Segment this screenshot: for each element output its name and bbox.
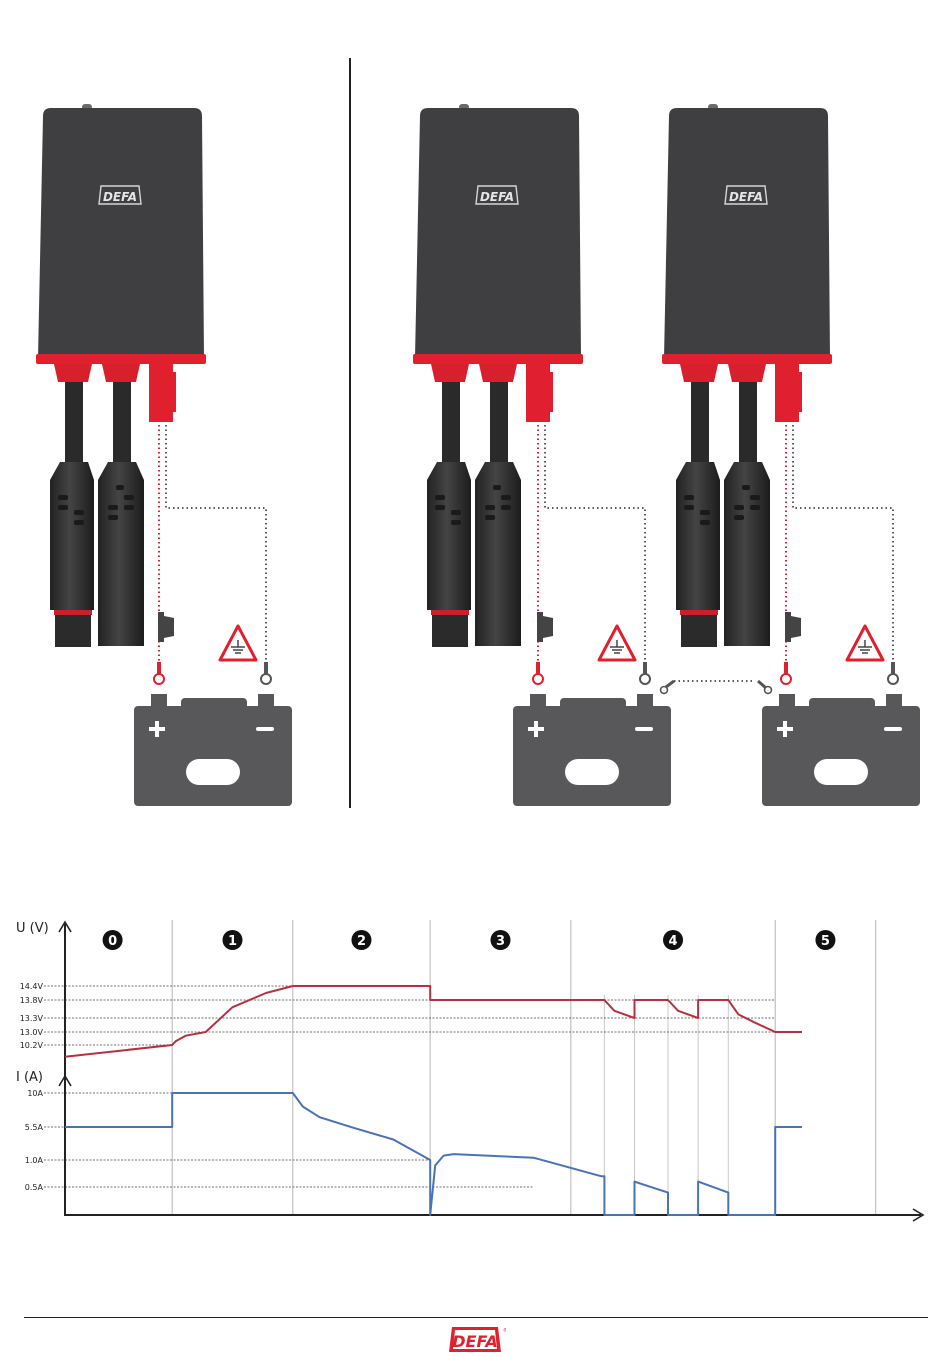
phase-badge-label: 3 bbox=[496, 934, 505, 949]
battery-bridge-cable bbox=[661, 681, 772, 694]
voltage-tick-label: 13.8V bbox=[20, 996, 44, 1005]
battery-icon-2 bbox=[762, 694, 920, 806]
voltage-gridlines bbox=[44, 986, 775, 1045]
phase-badge-label: 1 bbox=[228, 934, 237, 949]
footer-divider bbox=[24, 1317, 928, 1318]
current-series-line bbox=[65, 1093, 802, 1215]
ground-warning-icon bbox=[220, 626, 256, 660]
voltage-tick-labels: 14.4V 13.8V 13.3V 13.0V 10.2V bbox=[20, 982, 44, 1050]
voltage-tick-label: 10.2V bbox=[20, 1041, 44, 1050]
negative-wire-1 bbox=[545, 425, 645, 665]
defa-logo-text: DEFA bbox=[452, 1332, 497, 1351]
voltage-tick-label: 14.4V bbox=[20, 982, 44, 991]
positive-ring-terminal-icon bbox=[154, 662, 164, 684]
negative-wire bbox=[166, 425, 266, 665]
battery-icon bbox=[134, 694, 292, 806]
ground-warning-icon-1 bbox=[599, 626, 635, 660]
negative-ring-terminal-icon-2 bbox=[888, 662, 898, 684]
defa-charger-device-1 bbox=[413, 104, 583, 647]
current-tick-labels: 10A 5.5A 1.0A 0.5A bbox=[25, 1089, 44, 1192]
registered-mark: ® bbox=[503, 1327, 506, 1334]
defa-logo: DEFA ® bbox=[448, 1326, 506, 1354]
phase-badges: 0 1 2 3 4 5 bbox=[103, 930, 836, 950]
negative-wire-2 bbox=[793, 425, 893, 665]
negative-ring-terminal-icon-1 bbox=[640, 662, 650, 684]
current-axis-title: I (A) bbox=[16, 1070, 43, 1085]
current-gridlines bbox=[44, 1093, 534, 1187]
phase-badge-2: 2 bbox=[351, 930, 371, 950]
phase-badge-label: 2 bbox=[357, 934, 366, 949]
phase-badge-label: 4 bbox=[669, 934, 678, 949]
phase-badge-5: 5 bbox=[815, 930, 835, 950]
fuse-holder-icon-1 bbox=[537, 612, 553, 642]
current-tick-label: 5.5A bbox=[25, 1123, 44, 1132]
phase-badge-label: 0 bbox=[108, 934, 117, 949]
voltage-series-line bbox=[65, 986, 802, 1057]
phase-badge-4: 4 bbox=[663, 930, 683, 950]
battery-icon-1 bbox=[513, 694, 671, 806]
positive-ring-terminal-icon-1 bbox=[533, 662, 543, 684]
defa-charger-device bbox=[36, 104, 206, 647]
defa-charger-device-2 bbox=[662, 104, 832, 647]
ground-warning-icon-2 bbox=[847, 626, 883, 660]
phase-separators bbox=[172, 920, 876, 1215]
current-tick-label: 1.0A bbox=[25, 1156, 44, 1165]
dual-setup bbox=[413, 104, 920, 806]
current-tick-label: 0.5A bbox=[25, 1183, 44, 1192]
phase-badge-3: 3 bbox=[491, 930, 511, 950]
single-setup bbox=[36, 104, 292, 806]
phase-badge-1: 1 bbox=[223, 930, 243, 950]
current-tick-label: 10A bbox=[27, 1089, 43, 1098]
positive-ring-terminal-icon-2 bbox=[781, 662, 791, 684]
wiring-diagram: DEFA bbox=[0, 0, 950, 860]
voltage-tick-label: 13.3V bbox=[20, 1014, 44, 1023]
phase-badge-0: 0 bbox=[103, 930, 123, 950]
voltage-axis-title: U (V) bbox=[16, 921, 49, 936]
time-axis bbox=[64, 1209, 923, 1221]
fuse-holder-icon-2 bbox=[785, 612, 801, 642]
fuse-holder-icon bbox=[158, 612, 174, 642]
negative-ring-terminal-icon bbox=[261, 662, 271, 684]
current-axis: I (A) bbox=[16, 1070, 71, 1215]
voltage-tick-label: 13.0V bbox=[20, 1028, 44, 1037]
phase-badge-label: 5 bbox=[821, 934, 830, 949]
